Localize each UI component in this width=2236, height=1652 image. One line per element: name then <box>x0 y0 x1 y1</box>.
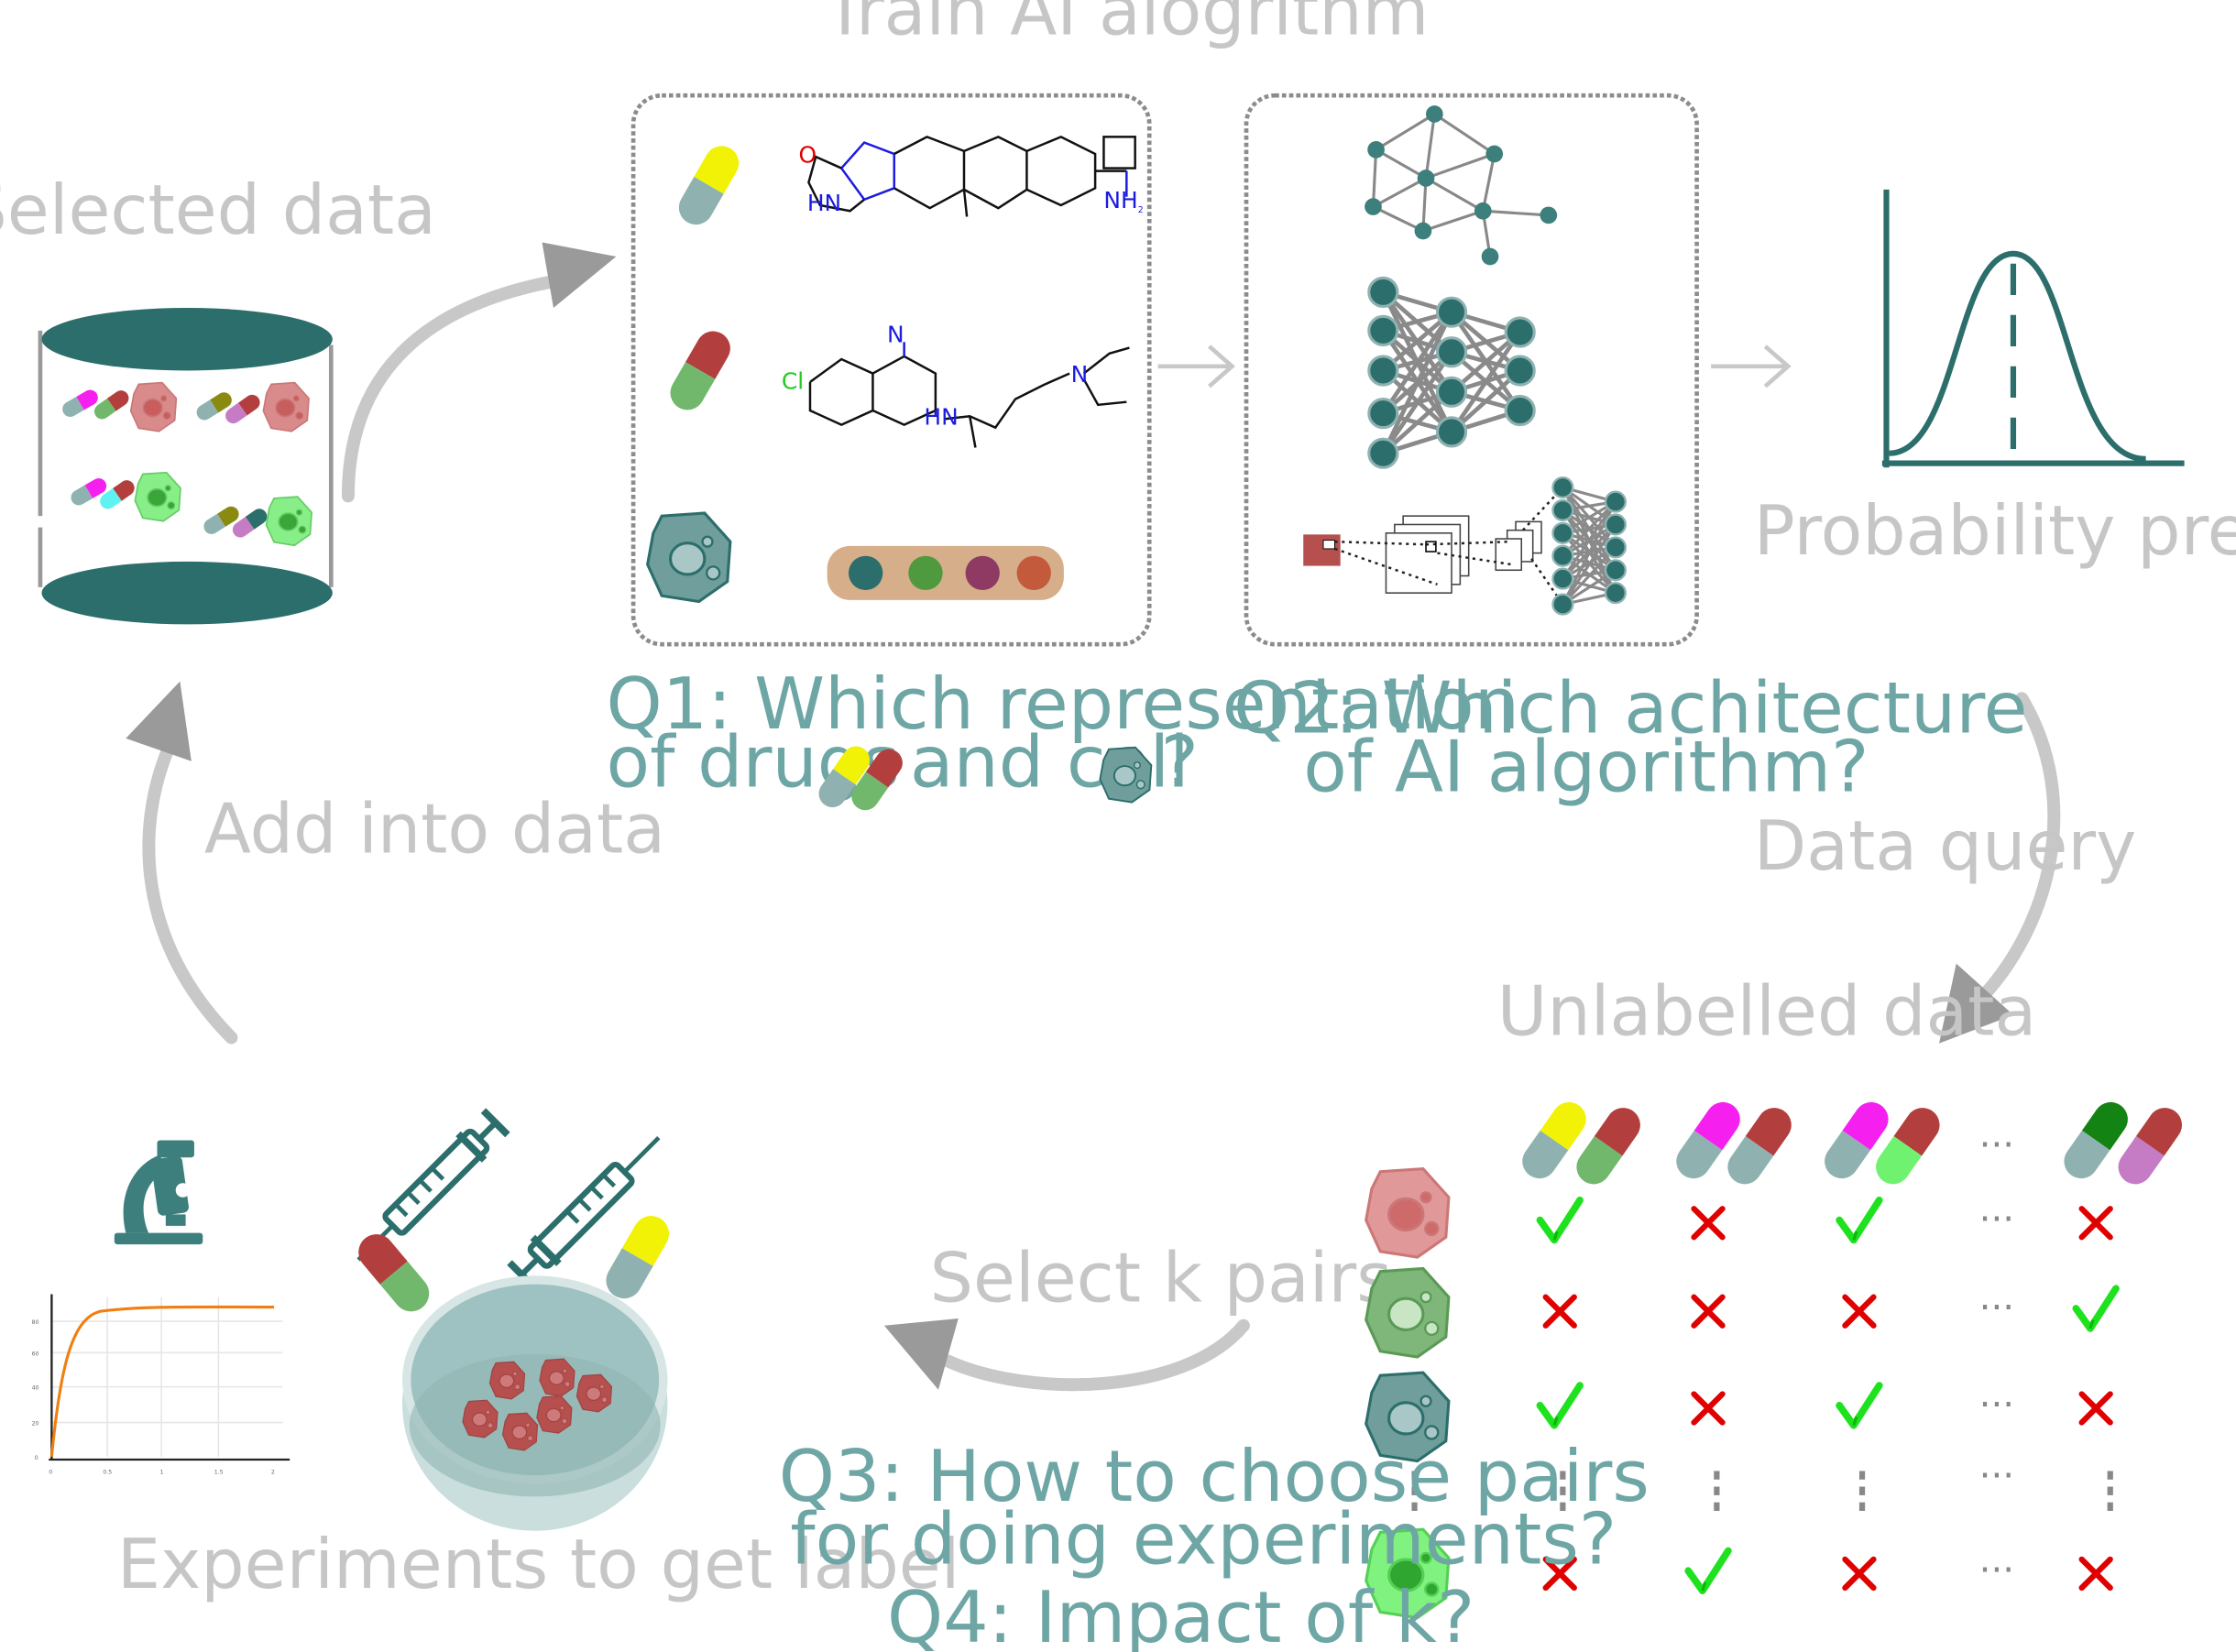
database-cylinder-icon <box>38 308 334 625</box>
neural-network-icon <box>1367 276 1536 469</box>
header-ellipsis: ··· <box>1979 1122 2015 1166</box>
small-arrows <box>1157 345 1792 388</box>
cross-icon <box>1546 1297 1574 1326</box>
q2-line2: of AI algorithm? <box>1303 726 1869 808</box>
atom-cl: Cl <box>782 368 804 395</box>
drug-pair-header-1 <box>1515 1095 1648 1191</box>
experiments-label: Experiments to get label <box>117 1525 960 1604</box>
syringe-icon-left <box>356 1108 510 1262</box>
molecule-icon <box>807 135 1136 217</box>
unlabelled-label: Unlabelled data <box>1497 971 2036 1051</box>
x-tick-2: 2 <box>271 1470 275 1476</box>
feature-vector <box>827 545 1064 600</box>
microscope-icon <box>114 1140 203 1245</box>
atom-o: O <box>799 141 817 168</box>
cell-row-2 <box>1365 1268 1449 1357</box>
selected-data-label: Selected data <box>0 170 436 250</box>
architecture-box <box>1244 93 1699 647</box>
cross-icon <box>2082 1394 2110 1422</box>
atom-nh2: NH2 <box>1103 187 1143 215</box>
arrow-to-experiments <box>883 1318 1250 1392</box>
x-tick-05: 0.5 <box>103 1470 112 1476</box>
bell-curve-icon <box>1881 189 2185 468</box>
arrow-to-train <box>341 242 617 503</box>
pill-right <box>599 1209 676 1306</box>
q2-line1: Q2: Which achitecture <box>1233 668 2027 750</box>
unlabelled-matrix: ··· ··· ··· ··· ··· ··· <box>1365 1095 2189 1618</box>
pill-left <box>351 1227 437 1319</box>
check-icon <box>1839 1385 1880 1426</box>
q3-line1: Q3: How to choose pairs <box>779 1436 1650 1518</box>
q4-label: Q4: Impact of k? <box>887 1577 1474 1652</box>
atom-hn2: HN <box>924 404 958 431</box>
atom-hn: HN <box>807 190 841 216</box>
petri-dish-icon <box>402 1275 668 1531</box>
cross-icon <box>1845 1559 1873 1588</box>
cross-icon <box>1845 1297 1873 1326</box>
y-tick-20: 20 <box>32 1421 39 1428</box>
arrow-to-selected <box>126 681 238 1045</box>
graph-network-icon <box>1365 105 1558 266</box>
ellipsis-mid: ··· <box>1979 1453 2015 1497</box>
cell-row-1 <box>1365 1168 1449 1258</box>
atom-n2: N <box>1071 361 1089 388</box>
y-tick-80: 80 <box>32 1319 39 1326</box>
select-k-label: Select k pairs <box>930 1238 1392 1318</box>
q1-line1: Q1: Which representation <box>607 663 1520 746</box>
atom-n1: N <box>887 321 904 347</box>
drug-pair-header-4 <box>2057 1095 2189 1191</box>
cross-icon <box>2082 1209 2110 1237</box>
drug-pair-header-2 <box>1669 1095 1799 1191</box>
check-icon <box>1540 1200 1580 1241</box>
matrix-cells: ··· ··· ··· ··· <box>1540 1197 2115 1592</box>
add-into-data-label: Add into data <box>204 789 665 869</box>
q3-line2: for doing experiments? <box>790 1499 1617 1581</box>
q1-question-mark: ? <box>1161 722 1199 804</box>
row-ellipsis: ··· <box>1979 1285 2015 1329</box>
x-tick-1: 1 <box>160 1470 164 1476</box>
data-query-label: Data query <box>1754 806 2136 886</box>
y-tick-0: 0 <box>35 1455 38 1461</box>
x-tick-15: 1.5 <box>214 1470 224 1476</box>
y-tick-60: 60 <box>32 1351 39 1357</box>
check-icon <box>2076 1288 2116 1329</box>
y-tick-40: 40 <box>32 1385 39 1392</box>
cross-icon <box>1693 1297 1722 1326</box>
cross-icon <box>2082 1559 2110 1588</box>
row-ellipsis: ··· <box>1979 1548 2015 1592</box>
arrow-to-unlabelled <box>1939 692 2061 1044</box>
cnn-icon <box>1303 476 1627 616</box>
row-ellipsis: ··· <box>1979 1197 2015 1241</box>
cross-icon <box>1693 1394 1722 1422</box>
row-ellipsis: ··· <box>1979 1382 2015 1426</box>
representation-box: O HN NH2 Cl N HN N <box>630 93 1152 647</box>
probability-label: Probability prediction <box>1754 491 2236 571</box>
cross-icon <box>1693 1209 1722 1237</box>
growth-curve-plot: 80 60 40 20 0 0 0.5 1 1.5 2 <box>32 1294 290 1476</box>
check-icon <box>1540 1385 1580 1426</box>
train-ai-label: Train AI alogrithm <box>823 0 1429 50</box>
x-tick-0: 0 <box>49 1470 52 1476</box>
drug-pair-header-3 <box>1817 1095 1946 1191</box>
check-icon <box>1839 1200 1880 1241</box>
molecule-icon-2 <box>808 342 1130 448</box>
check-icon <box>1688 1551 1728 1592</box>
